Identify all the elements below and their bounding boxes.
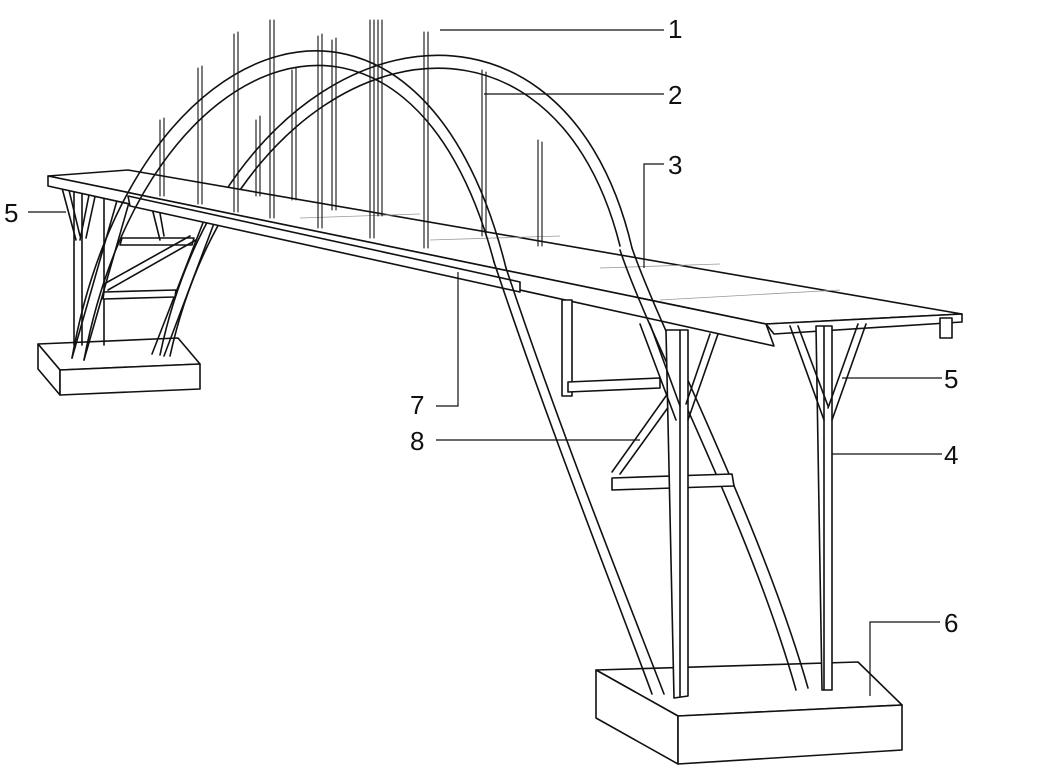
callout-5-right: 5 [944, 364, 958, 394]
leader-6 [869, 621, 940, 696]
callout-labels: 1 2 3 4 5 5 6 7 8 [4, 14, 958, 638]
callout-8: 8 [410, 426, 424, 456]
callout-1: 1 [668, 14, 682, 44]
callout-4: 4 [944, 440, 958, 470]
right-pier-structure [561, 247, 867, 699]
callout-6: 6 [944, 608, 958, 638]
callout-2: 2 [668, 80, 682, 110]
hangers [159, 19, 543, 249]
back-arch-rib [159, 54, 633, 357]
callout-7: 7 [410, 390, 424, 420]
callout-3: 3 [668, 150, 682, 180]
leader-7 [436, 272, 459, 407]
bridge-deck [47, 169, 963, 347]
callout-5-left: 5 [4, 198, 18, 228]
left-pier-structure [61, 185, 217, 361]
leader-lines [28, 29, 942, 696]
right-foundation-block [595, 661, 903, 765]
leader-3 [643, 163, 664, 268]
left-foundation-block [37, 337, 201, 396]
front-arch-rib [71, 50, 665, 695]
